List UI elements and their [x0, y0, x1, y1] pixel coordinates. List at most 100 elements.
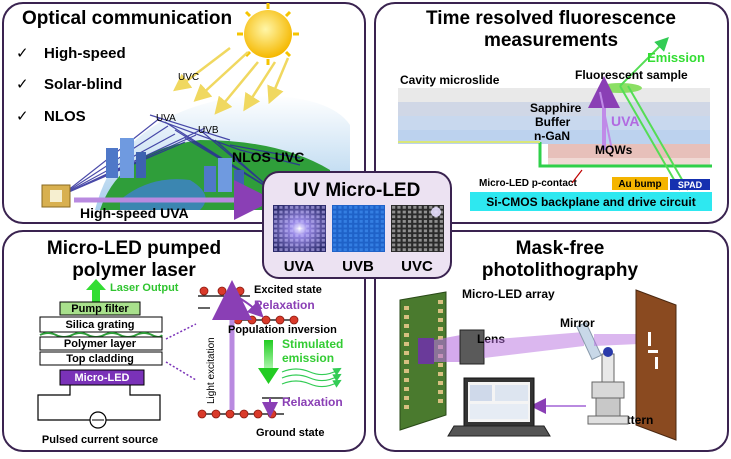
layer-top-cladding: [39, 351, 163, 366]
led-pixel: [429, 238, 433, 242]
led-pixel: [348, 205, 353, 209]
led-pixel: [402, 248, 406, 252]
emission-rays: [619, 37, 689, 191]
led-pixel: [397, 210, 401, 214]
led-pixel: [359, 210, 363, 214]
board-pin: [404, 342, 409, 346]
led-pixel: [364, 238, 369, 242]
led-pixel: [413, 205, 417, 209]
led-pixel: [439, 210, 443, 214]
label-high-speed-uva: High-speed UVA: [80, 205, 189, 221]
led-pixel: [289, 243, 294, 247]
led-pixel: [407, 238, 412, 242]
led-pixel: [423, 248, 428, 252]
label-center-uva: UVA: [284, 258, 315, 275]
led-pixel: [359, 229, 363, 233]
led-pixel: [380, 229, 384, 233]
led-pixel: [402, 234, 406, 237]
led-pixel: [279, 220, 283, 223]
led-pixel: [370, 234, 374, 237]
led-pixel: [354, 243, 358, 247]
led-pixel: [364, 220, 369, 223]
led-pixel: [429, 248, 433, 252]
led-pixel: [311, 234, 315, 237]
led-pixel: [338, 234, 342, 237]
led-pixel: [333, 215, 337, 219]
board-pin: [404, 360, 409, 364]
laser-title-line2: polymer laser: [72, 260, 196, 281]
led-pixel: [413, 248, 417, 252]
laptop-icon: [447, 377, 551, 437]
led-pixel: [316, 234, 320, 237]
dotted-connector-bottom: [165, 361, 197, 381]
label-backplane: Si-CMOS backplane and drive circuit: [486, 195, 695, 209]
electron: [253, 409, 263, 419]
led-pixel: [402, 229, 406, 233]
led-pixel: [434, 238, 438, 242]
board-pin: [404, 387, 409, 391]
led-pixel: [284, 248, 288, 252]
label-spad: SPAD: [678, 180, 703, 190]
led-pixel: [429, 215, 433, 219]
electron: [199, 286, 209, 296]
led-pixel: [348, 234, 353, 237]
led-pixel: [343, 220, 347, 223]
layer-silica-grating: [39, 316, 163, 333]
label-emission: Emission: [647, 50, 705, 65]
led-pixel: [364, 205, 369, 209]
led-pixel: [316, 215, 320, 219]
led-pixel: [333, 220, 337, 223]
circuit-wire: [37, 385, 161, 421]
led-pixel: [402, 210, 406, 214]
led-pixel: [354, 220, 358, 223]
led-pixel: [402, 220, 406, 223]
led-pixel: [397, 248, 401, 252]
photolitho-title-line1: Mask-free: [516, 238, 605, 259]
led-pixel: [370, 224, 374, 228]
led-pixel: [295, 229, 299, 233]
emission-waves: [281, 367, 342, 388]
photolitho-title-line2: photolithography: [482, 260, 639, 281]
led-pixel: [413, 238, 417, 242]
feature-solar-blind: Solar-blind: [44, 76, 122, 93]
led-pixel: [364, 210, 369, 214]
electron: [211, 409, 221, 419]
electron: [233, 315, 243, 325]
led-pixel: [333, 234, 337, 237]
led-pixel: [354, 215, 358, 219]
led-pixel: [338, 248, 342, 252]
led-pixel: [375, 243, 379, 247]
mirror-icon: [576, 321, 602, 361]
led-pixel: [338, 238, 342, 242]
led-pixel: [311, 205, 315, 209]
led-pixel: [397, 224, 401, 228]
led-pixel: [375, 215, 379, 219]
led-pixel: [434, 229, 438, 233]
spad-box: [670, 179, 710, 190]
board-pin: [404, 369, 409, 373]
led-pixel: [305, 205, 310, 209]
led-pixel: [380, 210, 384, 214]
led-pixel: [305, 238, 310, 242]
uv-micro-led-center: UV Micro-LED UVA UVB UVC: [262, 171, 452, 279]
led-pixel: [380, 224, 384, 228]
led-pixel: [348, 215, 353, 219]
lens-icon: [459, 329, 485, 365]
board-pin: [438, 381, 443, 385]
led-pixel: [316, 243, 320, 247]
led-grid-uvc: [392, 205, 443, 252]
led-pixel: [316, 210, 320, 214]
led-pixel: [338, 224, 342, 228]
au-bump-box: [612, 177, 668, 190]
led-pixel: [370, 220, 374, 223]
board-pin: [438, 363, 443, 367]
led-pixel: [397, 205, 401, 209]
led-pixel: [380, 205, 384, 209]
led-pixel: [407, 234, 412, 237]
led-pixel: [279, 224, 283, 228]
led-pixel: [439, 205, 443, 209]
led-pixel: [343, 224, 347, 228]
led-pixel: [429, 234, 433, 237]
led-pixel: [407, 229, 412, 233]
led-pixel: [305, 220, 310, 223]
